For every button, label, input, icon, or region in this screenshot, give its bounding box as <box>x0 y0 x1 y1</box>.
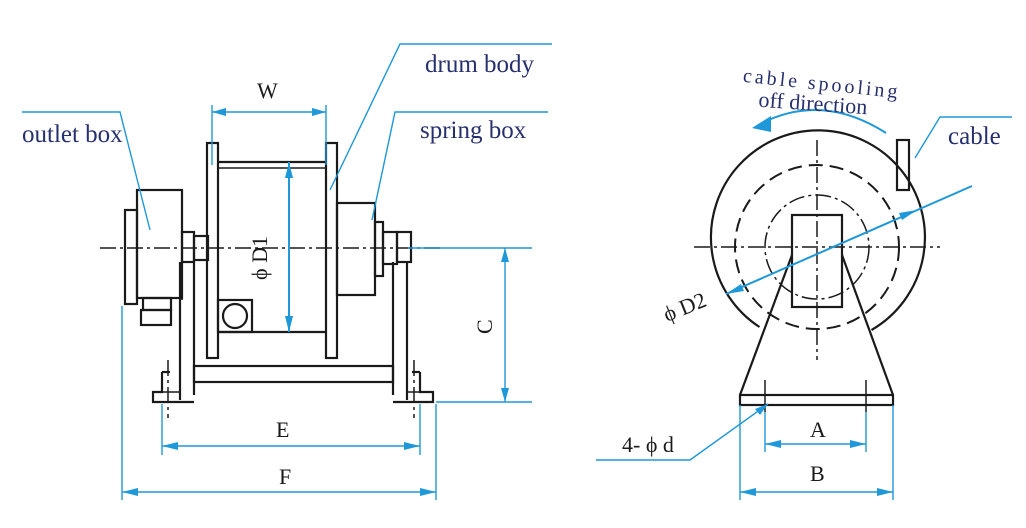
cable-callout: cable <box>914 116 1012 159</box>
dim-E-label: E <box>276 417 289 442</box>
dim-D1-label: ϕ D1 <box>247 236 272 280</box>
dimension-F: F <box>121 306 437 500</box>
dimension-holes: 4- ϕ d <box>596 403 769 461</box>
dim-W-label: W <box>257 78 278 103</box>
dim-B-label: B <box>810 461 825 486</box>
dim-D2-label: ϕ D2 <box>660 287 710 327</box>
front-cable-shape <box>895 138 911 192</box>
dim-A-label: A <box>810 417 826 442</box>
front-view: cable spooling off direction cable ϕ D2 … <box>596 65 1012 500</box>
dimension-E: E <box>161 404 421 455</box>
dimension-W: W <box>211 78 327 165</box>
outlet-box-callout: outlet box <box>22 111 151 231</box>
frame-base-shape <box>151 262 435 404</box>
front-outer-circle <box>709 129 927 331</box>
dimension-A: A <box>764 412 867 452</box>
outlet-box-label: outlet box <box>22 121 123 148</box>
drum-body-label: drum body <box>425 51 535 78</box>
dimension-B: B <box>739 405 894 500</box>
dimension-C: C <box>408 247 532 403</box>
drum-body-callout: drum body <box>329 43 552 191</box>
dimension-D1: ϕ D1 <box>247 162 293 332</box>
dim-holes-label: 4- ϕ d <box>622 432 674 457</box>
spring-box-shape <box>335 201 413 297</box>
dim-C-label: C <box>472 319 497 334</box>
spring-box-label: spring box <box>420 117 527 144</box>
side-view: W ϕ D1 C E <box>22 43 552 500</box>
dim-F-label: F <box>279 464 291 489</box>
outlet-box-shape <box>123 188 210 327</box>
spring-box-callout: spring box <box>371 111 548 221</box>
front-base <box>738 254 895 412</box>
drum-body-shape <box>205 141 339 360</box>
dimension-D2: ϕ D2 <box>660 185 973 327</box>
spooling-direction-arrow: cable spooling off direction <box>742 65 902 134</box>
cable-label: cable <box>948 123 1001 150</box>
